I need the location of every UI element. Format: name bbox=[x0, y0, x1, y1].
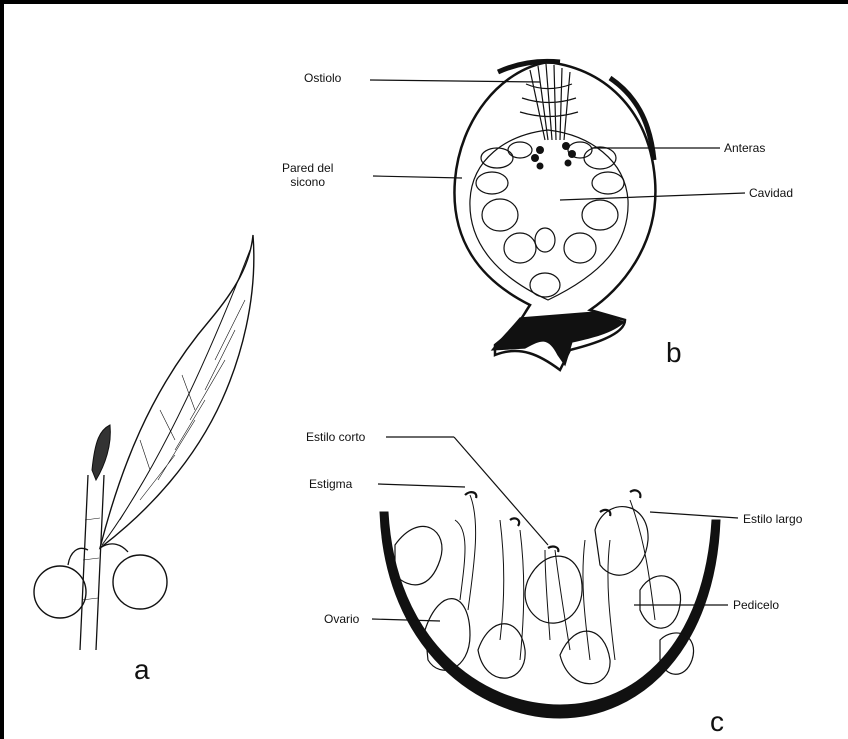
label-pared-del-sicono: Pared del sicono bbox=[282, 161, 333, 189]
label-estigma: Estigma bbox=[309, 477, 352, 491]
panel-label-b: b bbox=[666, 337, 682, 369]
wall-detail bbox=[380, 490, 720, 718]
label-cavidad: Cavidad bbox=[749, 186, 793, 200]
stipule bbox=[92, 425, 110, 480]
fig-right bbox=[113, 555, 167, 609]
illustration bbox=[4, 4, 848, 739]
stem bbox=[80, 475, 104, 650]
label-estilo-corto: Estilo corto bbox=[306, 430, 365, 444]
figure-canvas: Ostiolo Pared del sicono Anteras Cavidad… bbox=[4, 4, 848, 739]
leaf-midrib bbox=[102, 250, 250, 545]
label-estilo-largo: Estilo largo bbox=[743, 512, 802, 526]
leaf-outline bbox=[100, 235, 254, 548]
panel-label-c: c bbox=[710, 706, 724, 738]
label-ovario: Ovario bbox=[324, 612, 359, 626]
fig-peduncle-right bbox=[100, 544, 128, 552]
label-ostiolo: Ostiolo bbox=[304, 71, 341, 85]
panel-label-a: a bbox=[134, 654, 150, 686]
syconium-section bbox=[454, 61, 655, 370]
label-pedicelo: Pedicelo bbox=[733, 598, 779, 612]
label-anteras: Anteras bbox=[724, 141, 765, 155]
fig-left bbox=[34, 566, 86, 618]
twig-drawing bbox=[34, 235, 254, 650]
